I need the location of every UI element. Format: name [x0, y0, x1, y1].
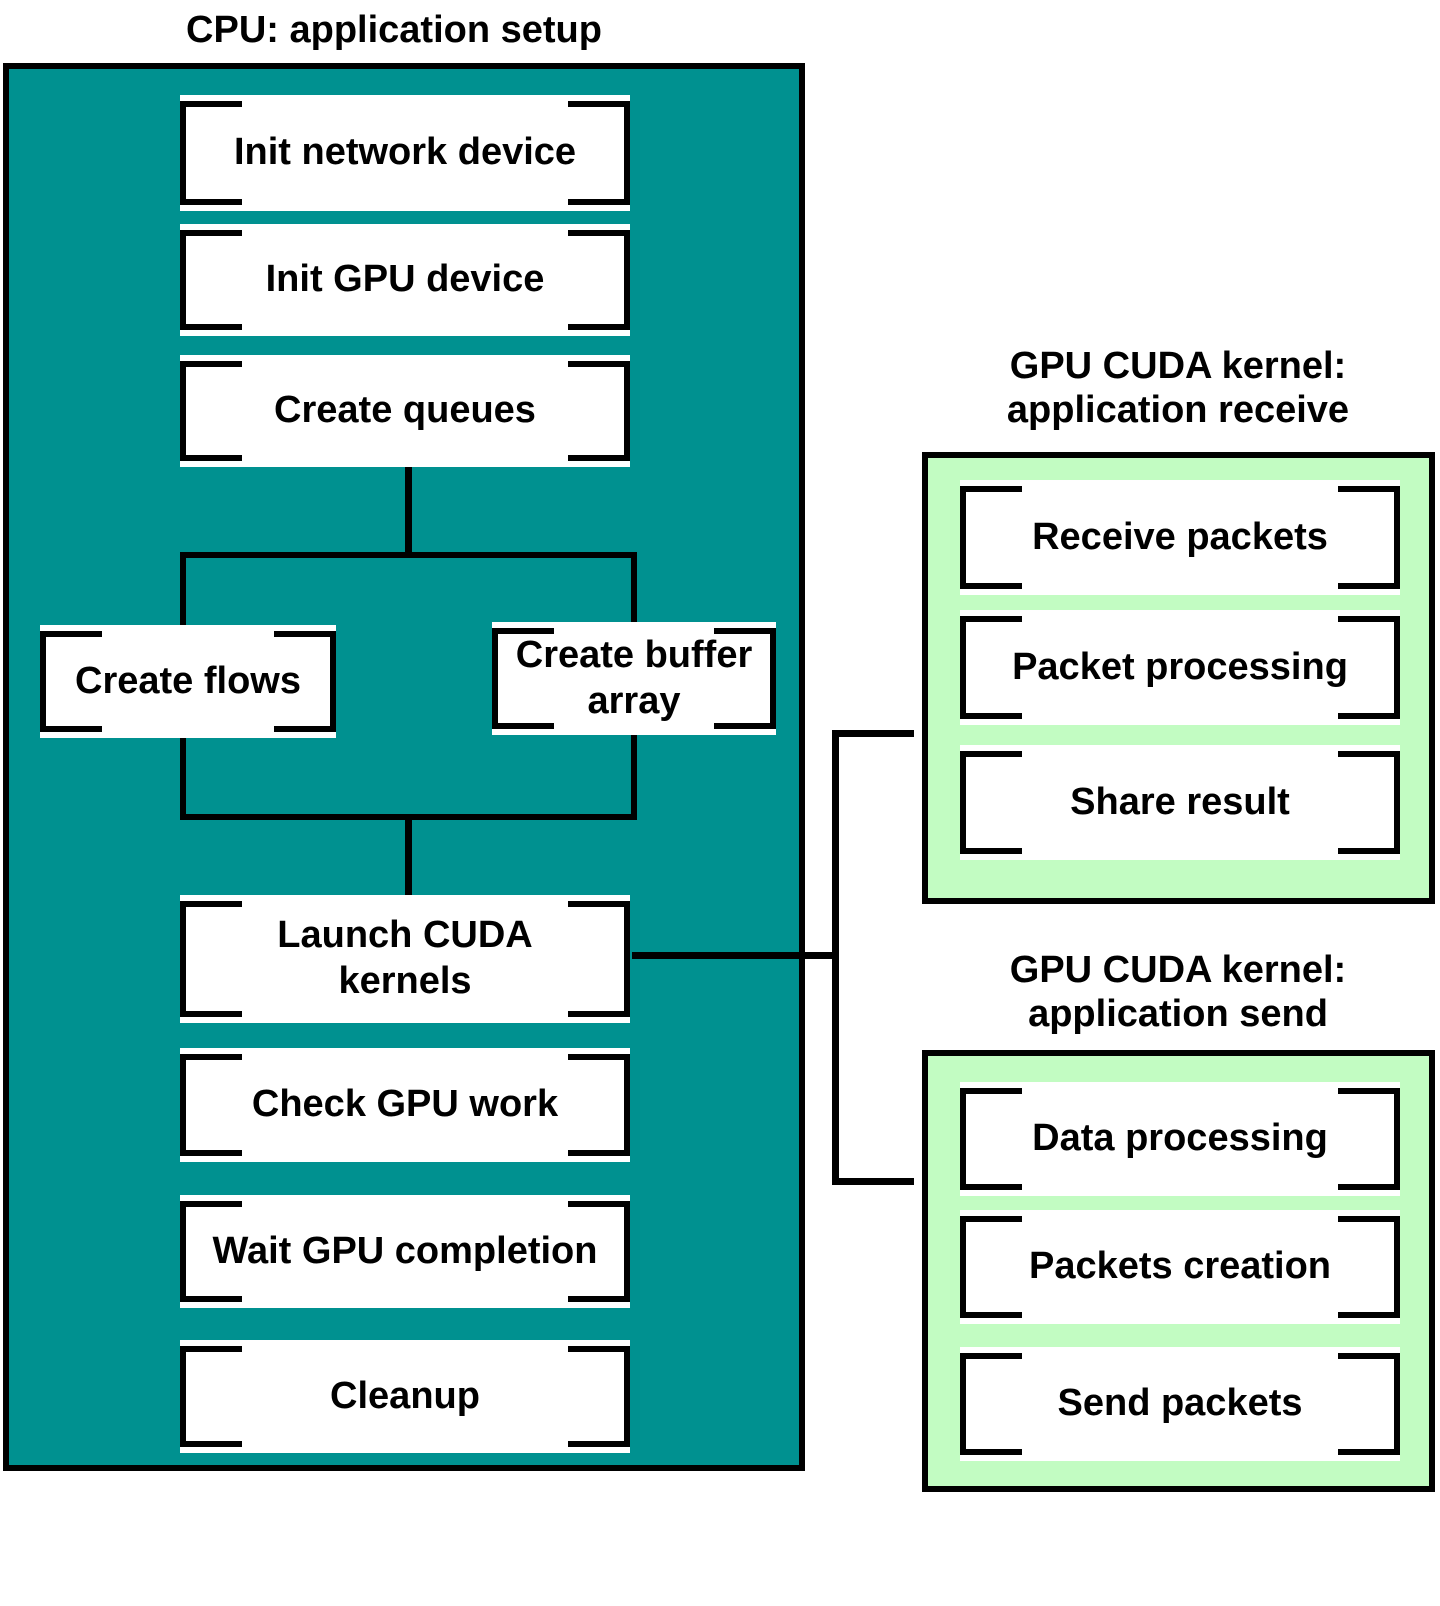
gpu-receive-title: GPU CUDA kernel: application receive — [920, 344, 1436, 432]
box-send-packets-label: Send packets — [1057, 1382, 1303, 1425]
box-create-buffer-array-label: Create buffer array — [515, 633, 753, 722]
box-check-gpu-work: Check GPU work — [180, 1048, 630, 1162]
box-check-gpu-work-label: Check GPU work — [251, 1083, 559, 1126]
box-share-result-label: Share result — [1070, 780, 1290, 823]
gpu-receive-title-line2: application receive — [1006, 389, 1350, 432]
connector-trunk-vertical — [832, 730, 839, 1185]
box-share-result: Share result — [960, 745, 1400, 860]
gpu-receive-title-line1: GPU CUDA kernel: — [1009, 345, 1347, 387]
box-init-network-device-label: Init network device — [233, 131, 577, 174]
box-create-queues-label: Create queues — [274, 389, 536, 432]
box-wait-gpu-completion-label: Wait GPU completion — [212, 1229, 598, 1272]
box-data-processing: Data processing — [960, 1082, 1400, 1196]
box-receive-packets: Receive packets — [960, 480, 1400, 595]
box-packets-creation: Packets creation — [960, 1210, 1400, 1324]
box-create-queues: Create queues — [180, 355, 630, 467]
box-cleanup-label: Cleanup — [330, 1374, 480, 1417]
box-send-packets: Send packets — [960, 1347, 1400, 1461]
box-init-network-device: Init network device — [180, 95, 630, 211]
gpu-send-title: GPU CUDA kernel: application send — [920, 948, 1436, 1036]
box-create-flows-label: Create flows — [75, 659, 301, 702]
gpu-send-title-line1: GPU CUDA kernel: — [1009, 949, 1347, 991]
connector-trunk-to-send — [832, 1178, 914, 1185]
box-receive-packets-label: Receive packets — [1032, 515, 1328, 558]
box-launch-cuda-kernels: Launch CUDA kernels — [180, 895, 630, 1023]
cpu-section-title: CPU: application setup — [0, 8, 794, 52]
box-wait-gpu-completion: Wait GPU completion — [180, 1195, 630, 1308]
box-launch-cuda-kernels-label: Launch CUDA kernels — [277, 914, 533, 1002]
gpu-send-title-line2: application send — [1028, 993, 1328, 1036]
box-packet-processing: Packet processing — [960, 610, 1400, 725]
connector-branch-to-launch — [405, 817, 412, 897]
box-data-processing-label: Data processing — [1032, 1117, 1328, 1160]
box-init-gpu-device-label: Init GPU device — [265, 258, 545, 301]
connector-queues-to-branch — [405, 465, 412, 555]
box-packet-processing-label: Packet processing — [1012, 645, 1348, 688]
connector-trunk-to-receive — [832, 730, 914, 737]
box-packets-creation-label: Packets creation — [1028, 1245, 1332, 1288]
connector-launch-to-trunk — [632, 952, 839, 959]
box-cleanup: Cleanup — [180, 1340, 630, 1453]
box-init-gpu-device: Init GPU device — [180, 224, 630, 336]
box-create-buffer-array: Create buffer array — [492, 622, 776, 735]
box-create-flows: Create flows — [40, 625, 336, 738]
cpu-section-title-text: CPU: application setup — [186, 9, 602, 51]
